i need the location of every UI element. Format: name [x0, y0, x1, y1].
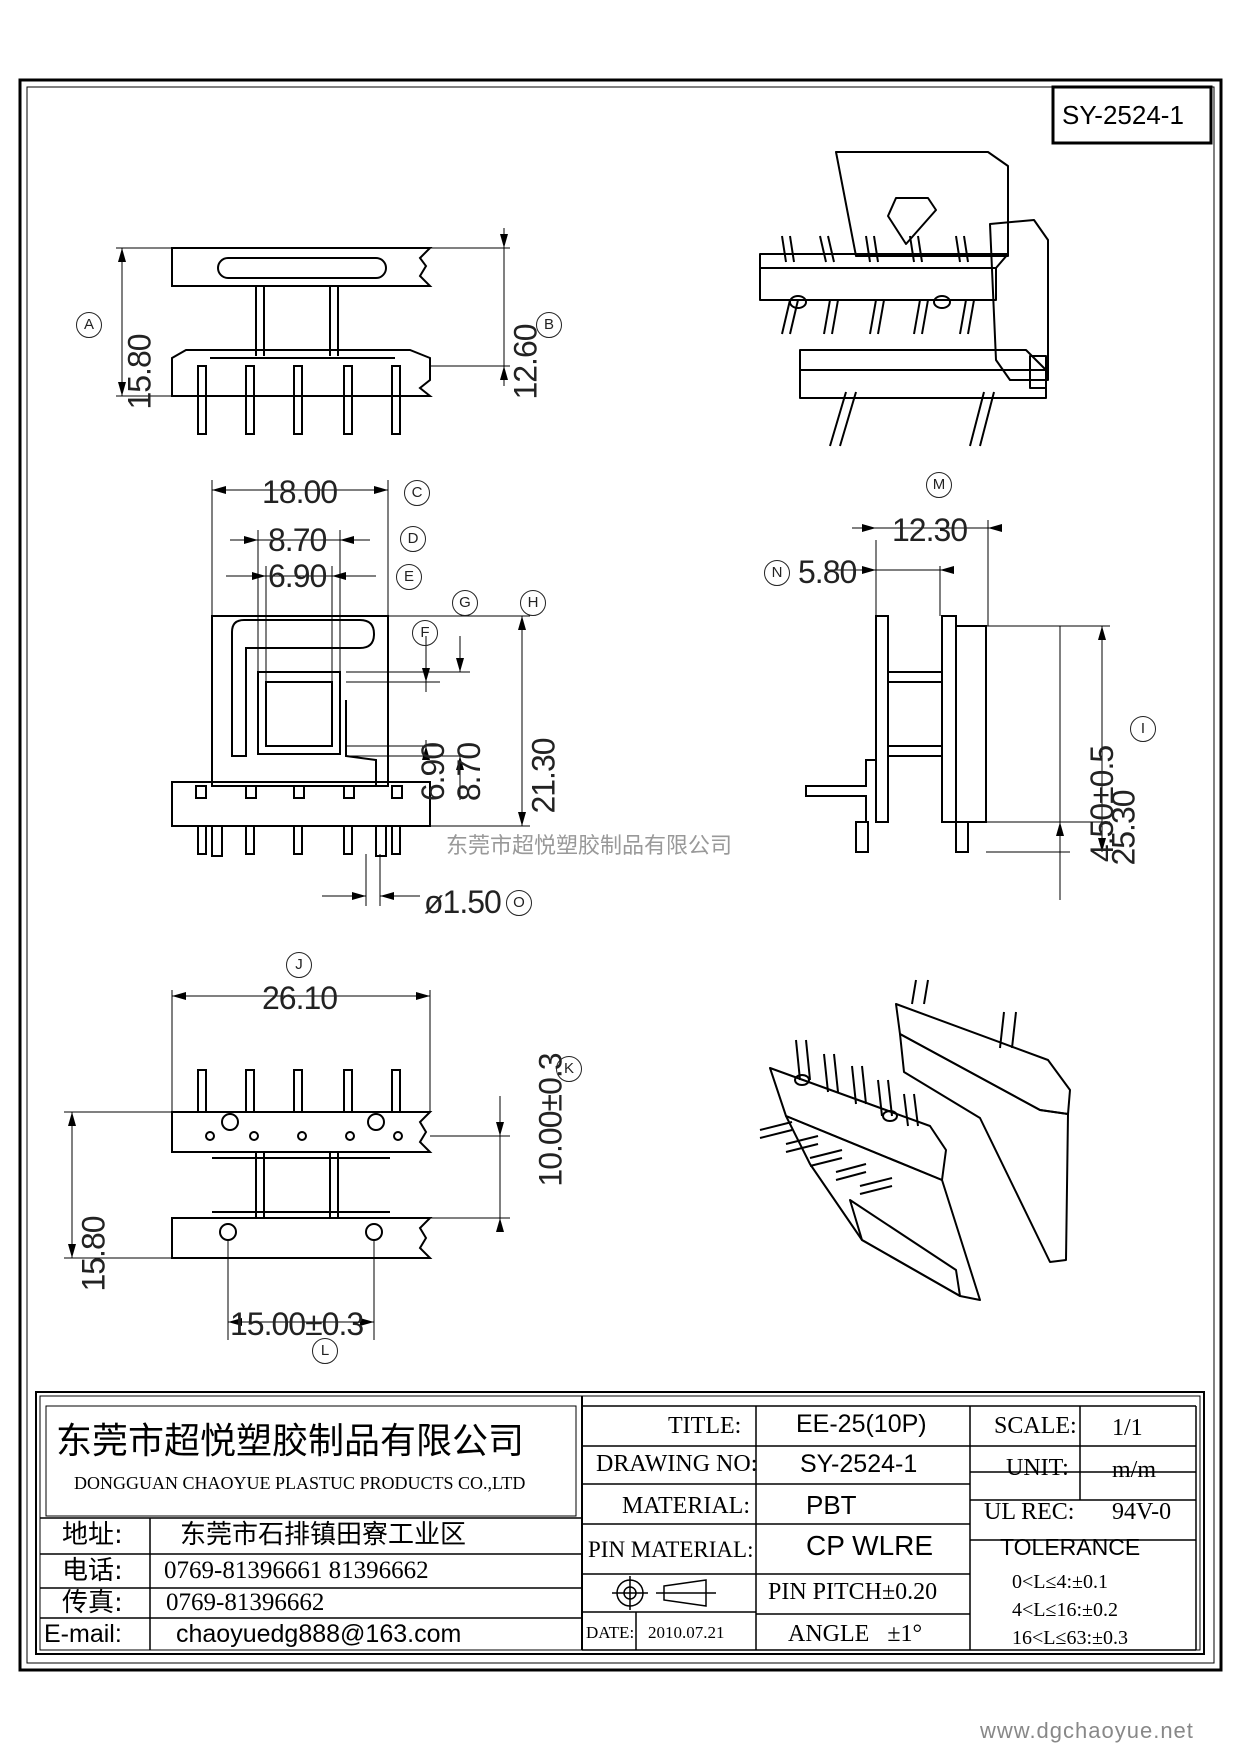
marker-h: H — [520, 590, 546, 616]
tolerance-1: 0<L≤4:±0.1 — [1012, 1571, 1109, 1593]
iso-view-bottom — [759, 979, 1071, 1301]
iso-view-top — [759, 151, 1049, 447]
ul-value: 94V-0 — [1112, 1499, 1172, 1525]
pin-material-label: PIN MATERIAL: — [588, 1537, 754, 1562]
marker-o: O — [506, 890, 532, 916]
marker-e: E — [396, 564, 422, 590]
marker-f: F — [412, 620, 438, 646]
phone-label: 电话: — [62, 1556, 123, 1586]
marker-l: L — [312, 1338, 338, 1364]
marker-m: M — [926, 472, 952, 498]
bottom-view — [64, 990, 510, 1340]
dim-side-580: 5.80 — [798, 554, 857, 590]
pin-material-value: CP WLRE — [806, 1530, 934, 1561]
ul-label: UL REC: — [984, 1499, 1075, 1525]
front-view — [171, 480, 530, 906]
drawing-code-box — [1051, 85, 1213, 145]
unit-value: m/m — [1112, 1457, 1157, 1483]
dim-vert-870: 8.70 — [451, 742, 488, 802]
dim-bottom-1500: 15.00±0.3 — [230, 1306, 364, 1342]
dim-width-870: 8.70 — [268, 522, 327, 558]
inner-frame — [26, 86, 1215, 1664]
tolerance-2: 4<L≤16:±0.2 — [1012, 1599, 1119, 1621]
top-view — [116, 228, 510, 435]
dim-bottom-1580: 15.80 — [75, 1216, 112, 1292]
fax-value: 0769-81396662 — [166, 1589, 325, 1616]
outer-frame — [18, 78, 1223, 1672]
marker-a: A — [76, 312, 102, 338]
marker-b: B — [536, 312, 562, 338]
drawing-no-value: SY-2524-1 — [800, 1450, 918, 1478]
drawing-no-label: DRAWING NO: — [596, 1451, 758, 1477]
title-label: TITLE: — [668, 1413, 742, 1439]
marker-c: C — [404, 480, 430, 506]
phone-value: 0769-81396661 81396662 — [164, 1557, 429, 1584]
title-block-lines — [35, 1391, 1205, 1655]
angle: ANGLE ±1° — [788, 1621, 923, 1647]
material-value: PBT — [806, 1490, 857, 1520]
dim-top-inner: 12.60 — [507, 324, 544, 400]
scale-value: 1/1 — [1112, 1415, 1143, 1441]
title-value: EE-25(10P) — [796, 1410, 927, 1438]
watermark-company: 东莞市超悦塑胶制品有限公司 — [446, 834, 733, 859]
marker-g: G — [452, 590, 478, 616]
dim-side-2530: 25.30 — [1105, 790, 1142, 866]
tolerance-3: 16<L≤63:±0.3 — [1012, 1627, 1129, 1649]
title-company-en: DONGGUAN CHAOYUE PLASTUC PRODUCTS CO.,LT… — [74, 1473, 526, 1493]
marker-n: N — [764, 560, 790, 586]
material-label: MATERIAL: — [622, 1493, 750, 1519]
dim-width-18: 18.00 — [262, 474, 338, 510]
pin-pitch: PIN PITCH±0.20 — [768, 1579, 938, 1605]
dim-side-1230: 12.30 — [892, 512, 968, 548]
dim-width-690: 6.90 — [268, 558, 327, 594]
address-value: 东莞市石排镇田寮工业区 — [180, 1520, 467, 1550]
address-label: 地址: — [62, 1520, 123, 1550]
dim-height-2130: 21.30 — [525, 738, 562, 814]
date-label: DATE: — [586, 1623, 635, 1642]
marker-j: J — [286, 952, 312, 978]
drawing-code-label: SY-2524-1 — [1062, 100, 1184, 130]
marker-d: D — [400, 526, 426, 552]
side-view — [805, 520, 1110, 900]
dim-vert-690: 6.90 — [415, 742, 452, 802]
fax-label: 传真: — [62, 1588, 123, 1618]
marker-i: I — [1130, 716, 1156, 742]
dim-bottom-2610: 26.10 — [262, 980, 338, 1016]
dim-pin-dia: ø1.50 — [424, 884, 502, 920]
date-value: 2010.07.21 — [648, 1623, 725, 1642]
marker-k: K — [556, 1056, 582, 1082]
unit-label: UNIT: — [1006, 1455, 1069, 1481]
title-company-cn: 东莞市超悦塑胶制品有限公司 — [56, 1421, 525, 1462]
scale-label: SCALE: — [994, 1413, 1077, 1439]
email-label: E-mail: — [44, 1620, 122, 1648]
website-footer: www.dgchaoyue.net — [980, 1718, 1194, 1743]
email-value: chaoyuedg888@163.com — [176, 1620, 462, 1648]
dim-top-height: 15.80 — [121, 334, 158, 410]
projection-symbol-icon — [612, 1576, 716, 1610]
tolerance-label: TOLERANCE — [1000, 1534, 1141, 1560]
